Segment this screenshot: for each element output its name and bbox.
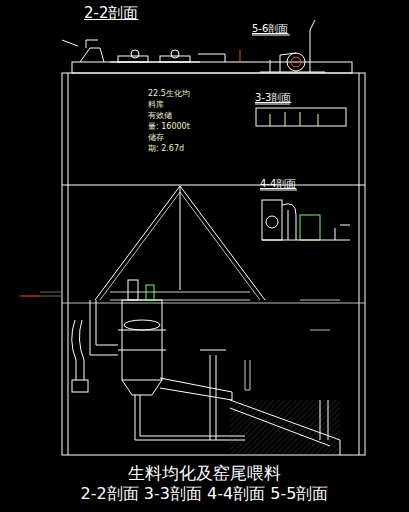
silo-note: 有效储 <box>148 110 172 121</box>
silo-note: 储存 <box>148 132 164 143</box>
silo-note: 期: 2.67d <box>148 143 184 154</box>
section-label: 4-4剖面 <box>260 177 296 191</box>
silo-note: 料库 <box>148 99 164 110</box>
silo-note: 22.5生化均 <box>148 88 190 99</box>
drawing-caption: 生料均化及窑尾喂料 <box>128 462 281 485</box>
section-label: 5-6剖面 <box>252 22 288 36</box>
silo-note: 量: 16000t <box>148 121 190 132</box>
caption-line: 2-2剖面 3-3剖面 4-4剖面 5-5剖面 <box>81 484 329 505</box>
section-title: 2-2剖面 <box>84 4 139 23</box>
section-label: 3-3剖面 <box>255 91 291 105</box>
